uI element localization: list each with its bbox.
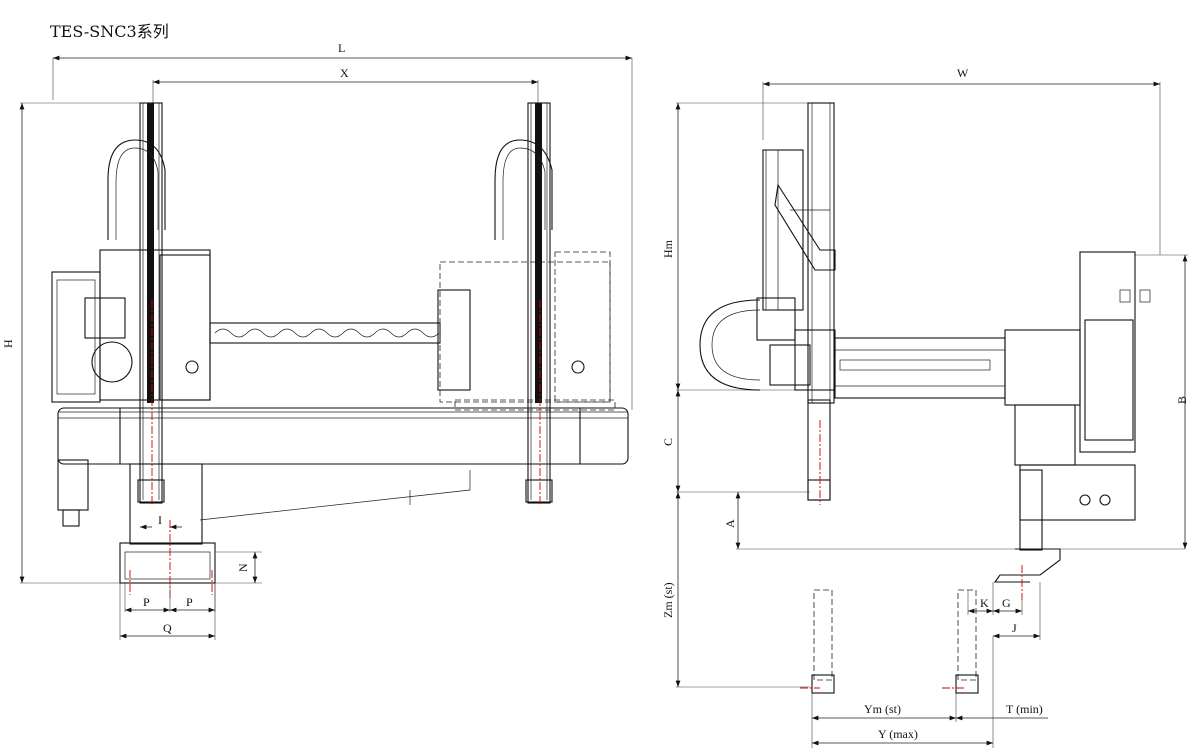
main-beam: [57, 407, 629, 465]
dimension-P: P P: [124, 583, 216, 613]
dimension-K: K: [967, 582, 994, 615]
label-Ym: Ym (st): [864, 702, 901, 716]
label-Zm: Zm (st): [661, 582, 675, 618]
dimension-Q: Q: [119, 583, 216, 640]
page-title: TES-SNC3系列: [50, 22, 169, 41]
label-K: K: [980, 596, 989, 610]
left-motor-block: [51, 249, 211, 403]
dimension-H: H: [1, 102, 140, 584]
dimension-N: N: [215, 551, 262, 584]
right-motor-block: [437, 251, 616, 411]
label-T: T (min): [1006, 702, 1043, 716]
right-cable-chain: [494, 139, 553, 240]
side-view: W Hm C A B Zm (st): [661, 66, 1189, 748]
dimension-Hm: Hm: [661, 102, 810, 391]
label-N: N: [236, 563, 250, 572]
dimension-Ym: Ym (st): [811, 693, 957, 748]
dimension-X: X: [152, 66, 539, 105]
gripper-position-right: [942, 589, 979, 694]
dimension-T: T (min): [956, 636, 1048, 748]
label-I: I: [158, 513, 162, 527]
side-support-post: [993, 469, 1061, 600]
dimension-B: B: [1135, 254, 1189, 549]
dimension-Zm: Zm (st): [661, 492, 810, 688]
dimension-C: C: [661, 390, 810, 493]
front-view: L X H: [1, 41, 633, 640]
label-Y: Y (max): [878, 727, 918, 741]
left-cable-chain: [107, 139, 166, 240]
label-C: C: [661, 438, 675, 446]
dimension-Y: Y (max): [812, 727, 993, 746]
side-carriage: [756, 297, 836, 391]
dimension-G: G: [993, 596, 1023, 615]
label-A: A: [723, 519, 737, 528]
label-P-right: P: [186, 595, 193, 609]
dimension-J: J: [993, 582, 1041, 640]
dimension-L: L: [52, 41, 633, 410]
dimension-I: I: [140, 513, 182, 530]
side-motor-box: [1004, 251, 1151, 521]
label-Q: Q: [163, 621, 172, 635]
label-H: H: [1, 339, 15, 348]
dimension-W: W: [762, 66, 1161, 255]
gripper-position-left: [800, 589, 835, 694]
label-Hm: Hm: [661, 239, 675, 258]
beam-cable-chain: [209, 322, 441, 344]
label-J: J: [1012, 621, 1017, 635]
side-z-column: [762, 102, 836, 505]
label-X: X: [340, 66, 349, 80]
label-W: W: [957, 66, 969, 80]
label-G: G: [1002, 596, 1011, 610]
right-z-column: [525, 102, 553, 505]
side-y-beam: [834, 337, 1006, 399]
left-z-column: [137, 102, 165, 505]
support-post: [119, 463, 471, 600]
label-B: B: [1175, 396, 1189, 404]
label-L: L: [338, 41, 345, 55]
left-gripper: [57, 459, 89, 527]
label-P-left: P: [143, 595, 150, 609]
side-cable-chain: [699, 299, 761, 391]
dimension-A: A: [723, 492, 1185, 550]
